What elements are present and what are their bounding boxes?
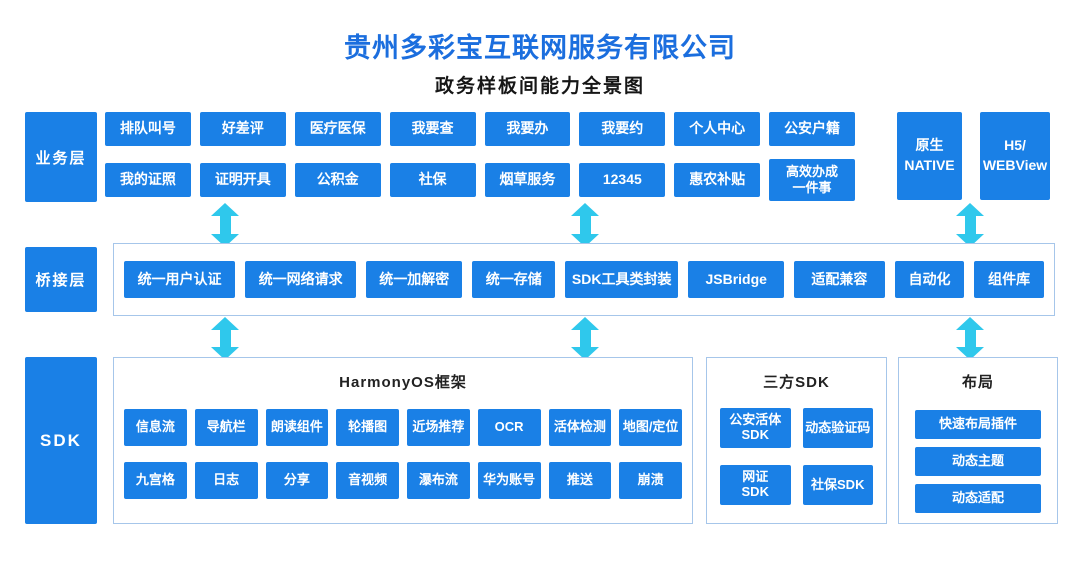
business-node: 12345 — [579, 163, 666, 197]
harmonyos-node: 日志 — [194, 462, 258, 499]
harmonyos-node: 朗读组件 — [265, 409, 329, 446]
page-title: 贵州多彩宝互联网服务有限公司 — [344, 33, 736, 63]
business-node: 个人中心 — [674, 112, 761, 146]
third-party-node: 动态验证码 — [802, 408, 873, 448]
double-arrow-icon — [211, 203, 239, 247]
arrow-shaft — [579, 216, 591, 234]
harmonyos-grid: 信息流 导航栏 朗读组件 轮播图 近场推荐 OCR 活体检测 地图/定位 九宫格… — [124, 409, 682, 499]
harmonyos-node: 导航栏 — [194, 409, 258, 446]
bridge-layer-label: 桥接层 — [25, 247, 97, 312]
bridge-node: 统一网络请求 — [245, 261, 357, 298]
harmonyos-node: OCR — [477, 409, 541, 446]
business-layer-label: 业务层 — [25, 112, 97, 202]
layout-panel: 布局 快速布局插件 动态主题 动态适配 — [898, 357, 1058, 524]
harmonyos-node: 瀑布流 — [407, 462, 470, 499]
bridge-layer-panel: 统一用户认证 统一网络请求 统一加解密 统一存储 SDK工具类封装 JSBrid… — [113, 243, 1055, 316]
third-party-panel-title: 三方SDK — [763, 374, 830, 391]
layout-node: 快速布局插件 — [915, 410, 1041, 439]
third-party-node: 社保SDK — [802, 465, 873, 505]
business-node: 社保 — [389, 163, 476, 197]
arrow-up-head — [956, 317, 984, 330]
bridge-node: 统一加解密 — [366, 261, 463, 298]
business-layer-grid: 排队叫号 好差评 医疗医保 我要查 我要办 我要约 个人中心 公安户籍 我的证照… — [105, 112, 855, 201]
business-row-1: 排队叫号 好差评 医疗医保 我要查 我要办 我要约 个人中心 公安户籍 — [105, 112, 855, 146]
arrow-shaft — [964, 216, 976, 234]
business-node: 我要约 — [579, 112, 666, 146]
arrow-shaft — [579, 330, 591, 347]
harmonyos-node: 地图/定位 — [619, 409, 682, 446]
business-node: 证明开具 — [199, 163, 286, 197]
h5-webview-box: H5/ WEBView — [980, 112, 1050, 200]
layout-panel-title: 布局 — [961, 374, 994, 391]
bridge-node: 适配兼容 — [794, 261, 885, 298]
business-node: 好差评 — [199, 112, 286, 146]
third-party-node: 公安活体 SDK — [720, 408, 791, 448]
third-party-node: 网证 SDK — [720, 465, 791, 505]
sdk-layer-label: SDK — [25, 357, 97, 524]
harmonyos-node: 华为账号 — [477, 462, 541, 499]
harmonyos-node: 推送 — [548, 462, 612, 499]
harmonyos-framework-panel: HarmonyOS框架 信息流 导航栏 朗读组件 轮播图 近场推荐 OCR 活体… — [113, 357, 693, 524]
arrow-down-head — [211, 347, 239, 360]
arrow-shaft — [964, 330, 976, 347]
native-runtime-box: 原生 NATIVE — [897, 112, 962, 200]
arrow-shaft — [219, 330, 231, 347]
layout-node: 动态适配 — [915, 484, 1041, 513]
harmonyos-node: 活体检测 — [548, 409, 612, 446]
business-node: 惠农补贴 — [674, 163, 761, 197]
arrow-down-head — [571, 347, 599, 360]
bridge-node: SDK工具类封装 — [565, 261, 679, 298]
business-node: 医疗医保 — [294, 112, 381, 146]
arrow-up-head — [211, 317, 239, 330]
harmonyos-node: 九宫格 — [124, 462, 187, 499]
business-node: 排队叫号 — [105, 112, 191, 146]
bridge-node: JSBridge — [688, 261, 785, 298]
double-arrow-icon — [956, 203, 984, 247]
business-row-2: 我的证照 证明开具 公积金 社保 烟草服务 12345 惠农补贴 高效办成 一件… — [105, 159, 855, 201]
layout-node: 动态主题 — [915, 447, 1041, 476]
arrow-up-head — [211, 203, 239, 216]
harmonyos-node: 轮播图 — [336, 409, 399, 446]
business-node: 烟草服务 — [484, 163, 571, 197]
page-subtitle: 政务样板间能力全景图 — [434, 76, 645, 97]
arrow-up-head — [956, 203, 984, 216]
business-node: 我要办 — [484, 112, 571, 146]
business-node: 高效办成 一件事 — [769, 159, 855, 201]
double-arrow-icon — [956, 317, 984, 360]
arrow-shaft — [219, 216, 231, 234]
bridge-node: 统一存储 — [472, 261, 556, 298]
arrow-down-head — [956, 347, 984, 360]
layout-stack: 快速布局插件 动态主题 动态适配 — [915, 410, 1041, 513]
harmonyos-panel-title: HarmonyOS框架 — [339, 374, 467, 391]
bridge-node: 统一用户认证 — [124, 261, 236, 298]
double-arrow-icon — [571, 317, 599, 360]
business-node: 我要查 — [389, 112, 476, 146]
double-arrow-icon — [571, 203, 599, 247]
bridge-node: 自动化 — [894, 261, 965, 298]
harmonyos-node: 信息流 — [124, 409, 187, 446]
harmonyos-node: 近场推荐 — [407, 409, 470, 446]
harmonyos-node: 崩溃 — [619, 462, 682, 499]
arrow-up-head — [571, 203, 599, 216]
harmonyos-node: 分享 — [265, 462, 329, 499]
bridge-node: 组件库 — [974, 261, 1044, 298]
harmonyos-node: 音视频 — [336, 462, 399, 499]
double-arrow-icon — [211, 317, 239, 360]
arrow-up-head — [571, 317, 599, 330]
business-node: 公积金 — [294, 163, 381, 197]
business-node: 我的证照 — [105, 163, 191, 197]
third-party-grid: 公安活体 SDK 动态验证码 网证 SDK 社保SDK — [720, 408, 873, 505]
business-node: 公安户籍 — [769, 112, 855, 146]
third-party-sdk-panel: 三方SDK 公安活体 SDK 动态验证码 网证 SDK 社保SDK — [706, 357, 887, 524]
